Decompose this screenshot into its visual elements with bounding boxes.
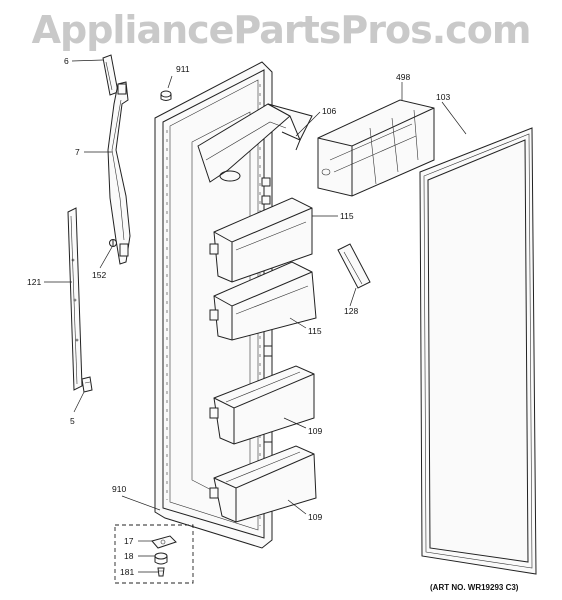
part-115-door-shelf-upper[interactable] [209,197,313,283]
callout-498: 498 [396,72,410,82]
part-109-door-bin-lower[interactable] [209,445,317,523]
part-7-handle[interactable] [107,81,131,265]
callout-6: 6 [64,56,69,66]
part-17-hinge-plate[interactable] [151,535,177,549]
callout-17: 17 [124,536,134,546]
watermark: AppliancePartsPros.com [31,8,532,52]
part-498-egg-bin[interactable] [317,99,435,197]
part-6-hinge-strip[interactable] [102,54,119,96]
part-115-door-shelf-lower[interactable] [209,261,317,341]
hinge-parts-group [114,524,194,584]
callout-181: 181 [120,567,134,577]
callout-109-lower: 109 [308,512,322,522]
callout-121: 121 [27,277,41,287]
part-152-screw[interactable] [109,239,117,247]
part-128-divider[interactable] [337,243,371,289]
part-109-door-bin-upper[interactable] [209,365,315,445]
part-181-screw[interactable] [157,567,165,577]
part-5-clip[interactable] [81,376,93,393]
callout-109-upper: 109 [308,426,322,436]
part-911-plug[interactable] [160,90,172,101]
part-121-trim-strip[interactable] [67,207,83,391]
part-103-door-gasket[interactable] [419,127,537,575]
callout-7: 7 [75,147,80,157]
callout-911: 911 [176,64,190,74]
callout-152: 152 [92,270,106,280]
callout-18: 18 [124,551,134,561]
callout-910: 910 [112,484,126,494]
art-number: (ART NO. WR19293 C3) [430,583,519,592]
callout-5: 5 [70,416,75,426]
callout-115-upper: 115 [340,211,354,221]
callout-115-lower: 115 [308,326,322,336]
part-18-bushing[interactable] [154,552,168,565]
callout-106: 106 [322,106,336,116]
callout-103: 103 [436,92,450,102]
leader-lines [44,59,467,573]
callout-128: 128 [344,306,358,316]
